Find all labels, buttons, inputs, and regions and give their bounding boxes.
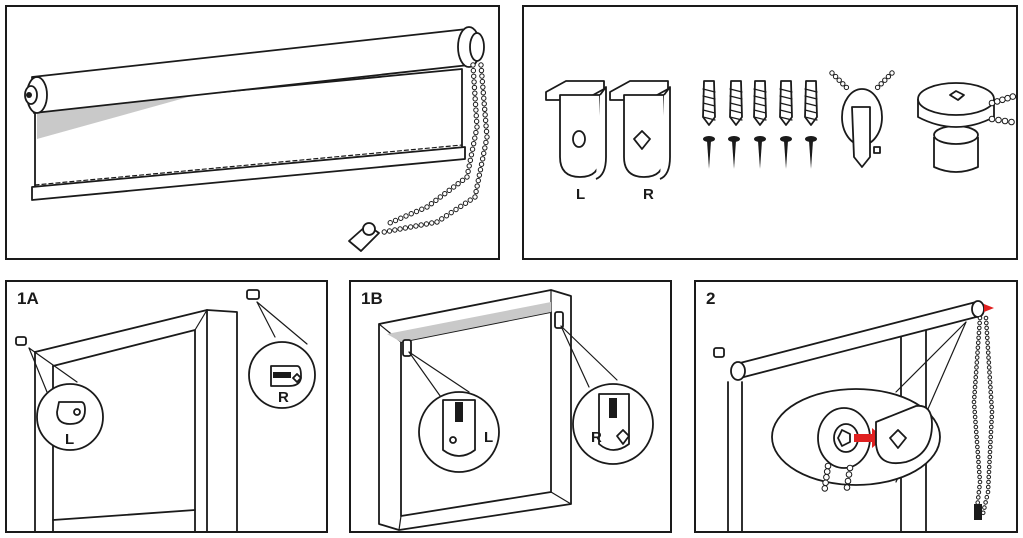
top-shade-band <box>387 302 551 342</box>
panel-step-1b: 1B L R <box>349 280 672 533</box>
step-1b-illustration <box>378 289 654 531</box>
bracket-right-label: R <box>643 186 654 203</box>
bracket-left-label: L <box>576 186 586 203</box>
panel-step-1a: 1A L R <box>5 280 328 533</box>
step-1b-label: 1B <box>361 289 383 308</box>
step-1b-right-label: R <box>591 429 602 446</box>
bracket-left <box>545 80 607 180</box>
parts-illustration <box>545 70 1016 180</box>
bead-chain <box>971 315 995 520</box>
step-1b-left-label: L <box>484 429 494 446</box>
panel-overview <box>5 5 500 260</box>
bracket-mark-right <box>554 311 564 329</box>
roller-tube <box>735 301 981 379</box>
step-1a-right-label: R <box>278 389 289 406</box>
step-2-illustration <box>713 300 995 531</box>
step-1a-left-label: L <box>65 431 75 448</box>
screws <box>703 136 817 169</box>
bracket-right <box>609 80 671 180</box>
bead-chain <box>381 62 490 235</box>
fabric-shadow <box>37 89 217 139</box>
panel-parts: L R <box>522 5 1018 260</box>
bracket-mark-left <box>15 336 27 346</box>
control-unit <box>917 82 1016 173</box>
bracket-mark-right <box>246 289 260 300</box>
step-1a-illustration <box>15 289 316 531</box>
panel-step-2: 2 <box>694 280 1018 533</box>
roller-blind-illustration <box>24 26 490 252</box>
bracket-mark-left <box>713 347 725 358</box>
bottom-bar <box>31 146 466 201</box>
step-1a-label: 1A <box>17 289 39 308</box>
chain-connector <box>829 70 895 168</box>
step-2-label: 2 <box>706 289 716 308</box>
wall-plugs <box>702 80 818 126</box>
